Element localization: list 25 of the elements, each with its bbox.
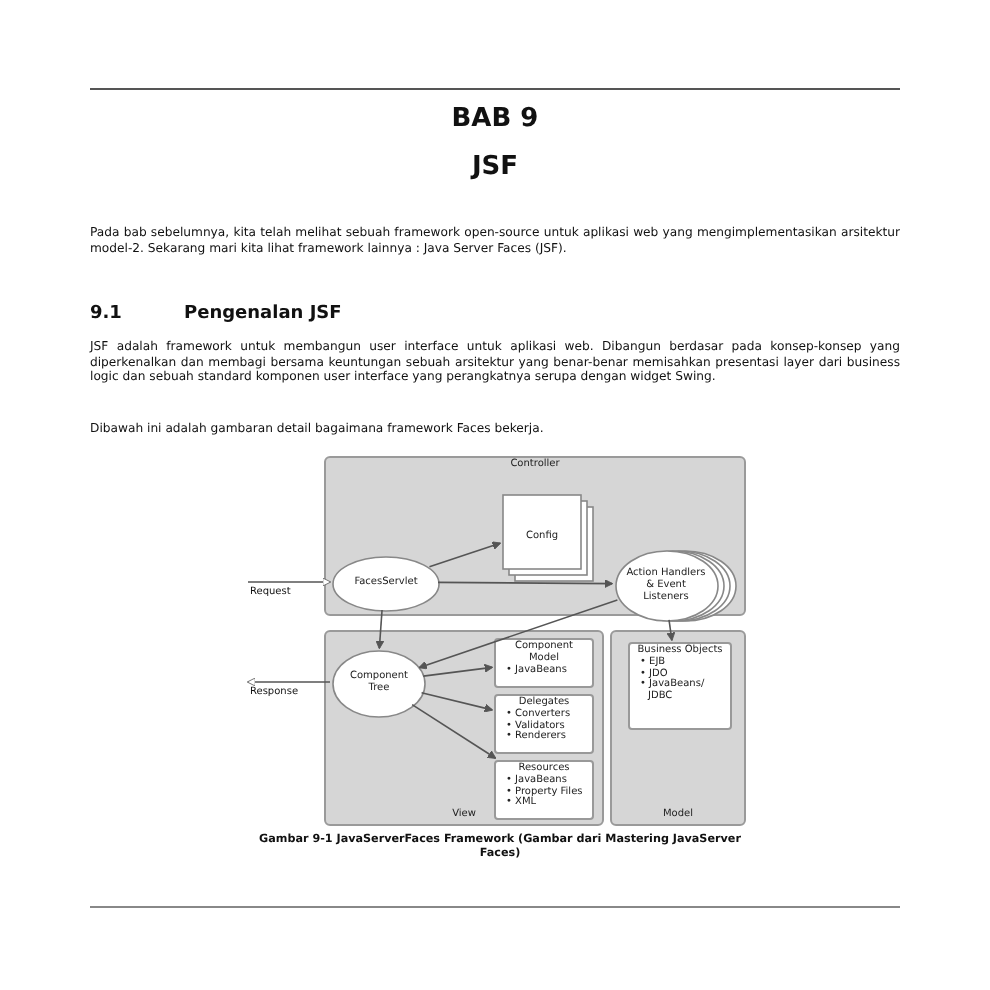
arrow [420, 692, 494, 713]
arrow [418, 599, 619, 670]
handler-ellipses [614, 550, 742, 622]
tree-ellipse [332, 650, 426, 718]
model-panel [610, 630, 746, 826]
arrow [422, 663, 494, 677]
chapter-number: BAB 9 [449, 104, 541, 134]
arrow [411, 703, 497, 759]
component-box [494, 638, 594, 688]
arrow [375, 609, 385, 650]
arrow [666, 619, 676, 642]
arrow [246, 677, 331, 687]
controller-panel [324, 456, 746, 616]
arrow [437, 579, 614, 588]
section-title: Pengenalan JSF [184, 304, 342, 324]
config-pages [502, 494, 594, 582]
servlet-ellipse [332, 556, 440, 612]
chapter-title: JSF [468, 152, 521, 182]
arrow [247, 577, 332, 587]
component-box [494, 760, 594, 820]
component-box [628, 642, 732, 730]
section-number: 9.1 [90, 304, 122, 324]
view-panel [324, 630, 604, 826]
component-box [494, 694, 594, 754]
arrow [428, 541, 502, 568]
